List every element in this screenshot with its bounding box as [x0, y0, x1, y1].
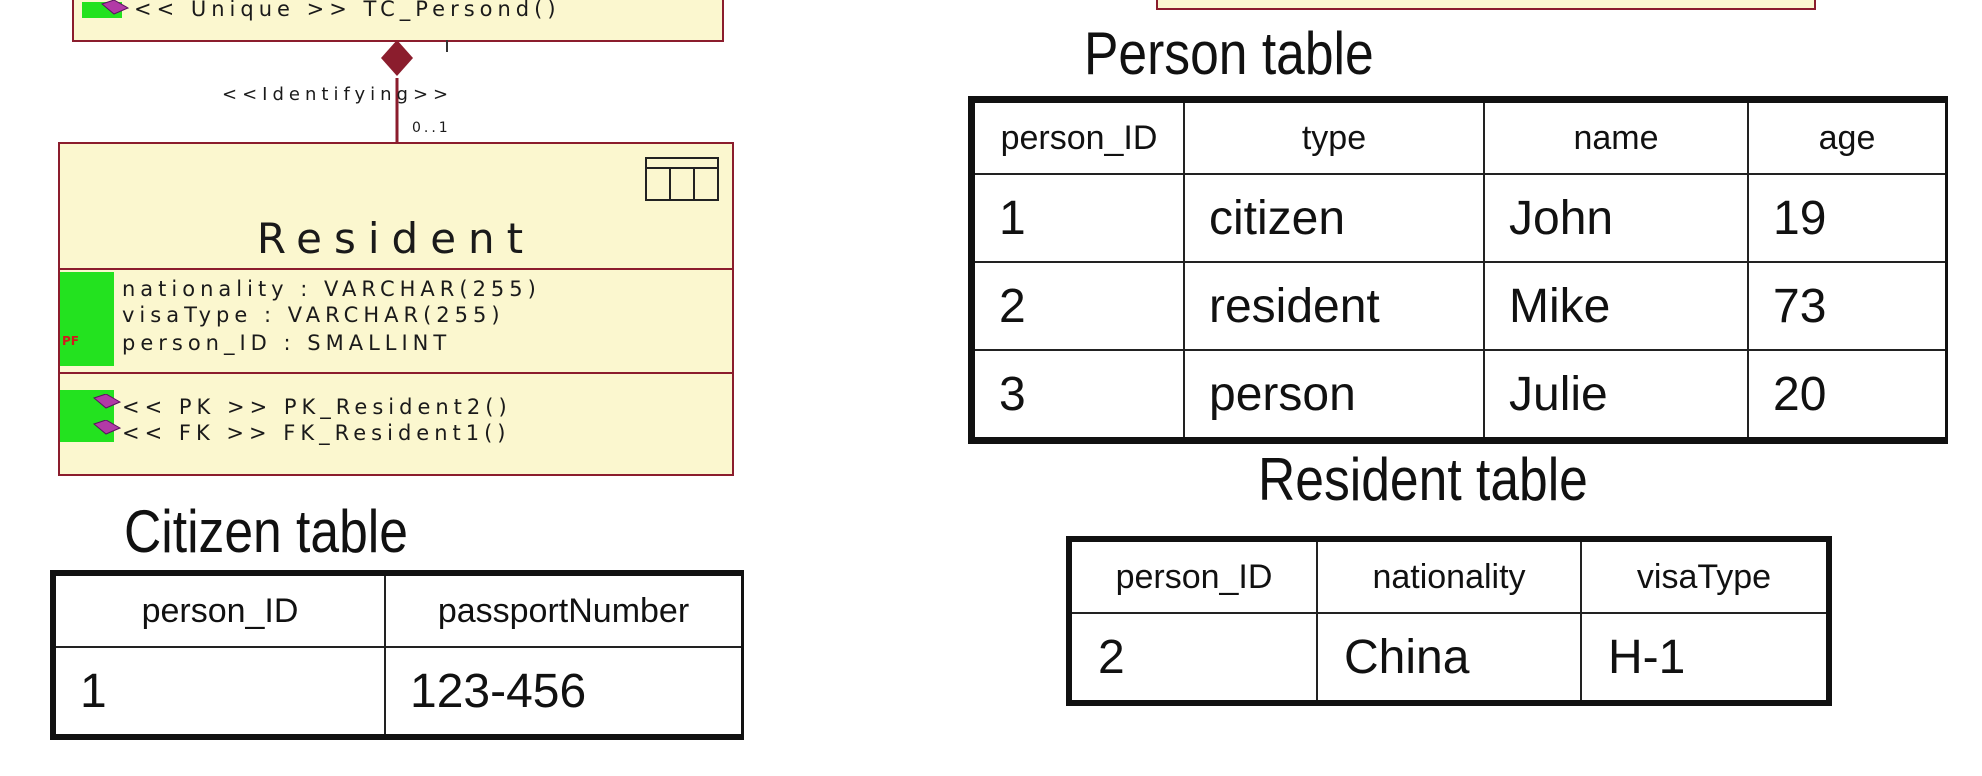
person-table-heading: Person table [1084, 20, 1374, 87]
table-cell: China [1316, 612, 1582, 704]
table-cell: 2 [970, 261, 1185, 351]
table-cell: John [1483, 173, 1749, 263]
resident-table-heading: Resident table [1258, 446, 1588, 513]
table-header-cell: person_ID [970, 98, 1185, 175]
table-cell: 19 [1747, 173, 1948, 263]
uml-method-pk: << PK >> PK_Resident2() [122, 395, 512, 419]
table-header-row: person_ID passportNumber [52, 572, 744, 648]
primary-foreign-key-icon: PF [62, 334, 79, 348]
method-icon [92, 420, 122, 435]
table-cell: 1 [52, 646, 386, 738]
table-row: 1 citizen John 19 [970, 173, 1948, 263]
table-header-cell: nationality [1316, 538, 1582, 614]
uml-method-unique: << Unique >> TC_Persond() [134, 0, 561, 21]
table-header-row: person_ID nationality visaType [1068, 538, 1830, 614]
table-cell: H-1 [1580, 612, 1830, 704]
citizen-table-heading: Citizen table [124, 498, 408, 565]
table-header-cell: age [1747, 98, 1948, 175]
uml-attribute-person-id: person_ID : SMALLINT [122, 331, 452, 355]
table-header-cell: visaType [1580, 538, 1830, 614]
method-icon [92, 394, 122, 409]
identifying-relationship-connector [381, 40, 448, 144]
uml-attribute-visatype: visaType : VARCHAR(255) [122, 303, 505, 327]
table-row: 3 person Julie 20 [970, 349, 1948, 442]
diamond-icon [381, 40, 413, 76]
table-cell: resident [1183, 261, 1485, 351]
uml-separator [60, 268, 732, 270]
resident-table: person_ID nationality visaType 2 China H… [1066, 536, 1832, 706]
table-header-cell: person_ID [52, 572, 386, 648]
uml-attribute-nationality: nationality : VARCHAR(255) [122, 277, 541, 301]
table-cell: 2 [1068, 612, 1318, 704]
uml-separator [60, 372, 732, 374]
table-row: 2 resident Mike 73 [970, 261, 1948, 351]
table-header-cell: person_ID [1068, 538, 1318, 614]
table-cell: 73 [1747, 261, 1948, 351]
table-row: 2 China H-1 [1068, 612, 1830, 704]
table-header-cell: type [1183, 98, 1485, 175]
table-cell: 123-456 [384, 646, 744, 738]
top-box-right-partial [1156, 0, 1816, 10]
table-cell: citizen [1183, 173, 1485, 263]
uml-class-resident: Resident PF nationality : VARCHAR(255) v… [58, 142, 734, 476]
method-icon [100, 0, 130, 15]
table-header-row: person_ID type name age [970, 98, 1948, 175]
uml-method-fk: << FK >> FK_Resident1() [122, 421, 511, 445]
uml-class-title: Resident [256, 214, 536, 263]
table-cell: Mike [1483, 261, 1749, 351]
table-cell: 3 [970, 349, 1185, 442]
table-header-cell: name [1483, 98, 1749, 175]
relationship-multiplicity: 0..1 [412, 120, 451, 136]
attribute-key-marker [60, 272, 114, 366]
table-cell: person [1183, 349, 1485, 442]
citizen-table: person_ID passportNumber 1 123-456 [50, 570, 744, 740]
table-cell: 20 [1747, 349, 1948, 442]
relationship-stereotype: <<Identifying>> [222, 84, 454, 105]
person-table: person_ID type name age 1 citizen John 1… [968, 96, 1948, 444]
table-cell: 1 [970, 173, 1185, 263]
table-header-cell: passportNumber [384, 572, 744, 648]
uml-class-person-partial: << Unique >> TC_Persond() [72, 0, 724, 42]
table-cell: Julie [1483, 349, 1749, 442]
table-row: 1 123-456 [52, 646, 744, 738]
table-icon [645, 157, 719, 201]
